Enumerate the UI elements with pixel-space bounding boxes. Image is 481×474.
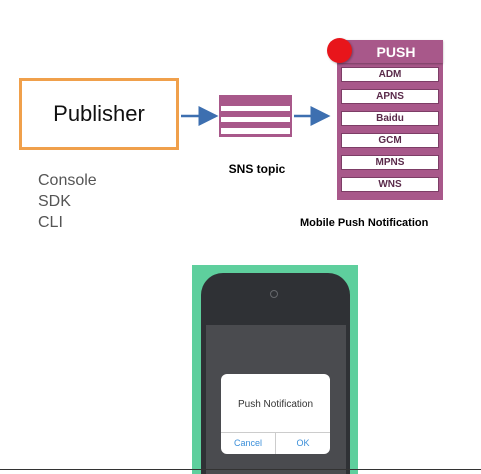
push-service-apns: APNS bbox=[341, 89, 439, 104]
publisher-box: Publisher bbox=[19, 78, 179, 150]
push-service-baidu: Baidu bbox=[341, 111, 439, 126]
method-console: Console bbox=[38, 172, 97, 189]
sns-topic-icon bbox=[219, 95, 292, 137]
sns-topic-label: SNS topic bbox=[228, 162, 286, 176]
push-service-gcm: GCM bbox=[341, 133, 439, 148]
push-service-adm: ADM bbox=[341, 67, 439, 82]
publisher-label: Publisher bbox=[53, 101, 145, 126]
alert-button-divider bbox=[275, 432, 276, 454]
phone-camera-icon bbox=[270, 290, 278, 298]
method-cli: CLI bbox=[38, 214, 63, 231]
push-service-wns: WNS bbox=[341, 177, 439, 192]
push-service-mpns: MPNS bbox=[341, 155, 439, 170]
bottom-rule bbox=[0, 469, 481, 470]
alert-title: Push Notification bbox=[237, 399, 314, 410]
method-sdk: SDK bbox=[38, 193, 71, 210]
push-services-column: ADM APNS Baidu GCM MPNS WNS bbox=[337, 63, 443, 200]
alert-ok-button[interactable]: OK bbox=[296, 438, 310, 448]
alert-cancel-button[interactable]: Cancel bbox=[233, 438, 262, 448]
mobile-push-label: Mobile Push Notification bbox=[300, 217, 429, 229]
push-header: PUSH bbox=[337, 40, 443, 63]
red-dot-icon bbox=[327, 38, 352, 63]
